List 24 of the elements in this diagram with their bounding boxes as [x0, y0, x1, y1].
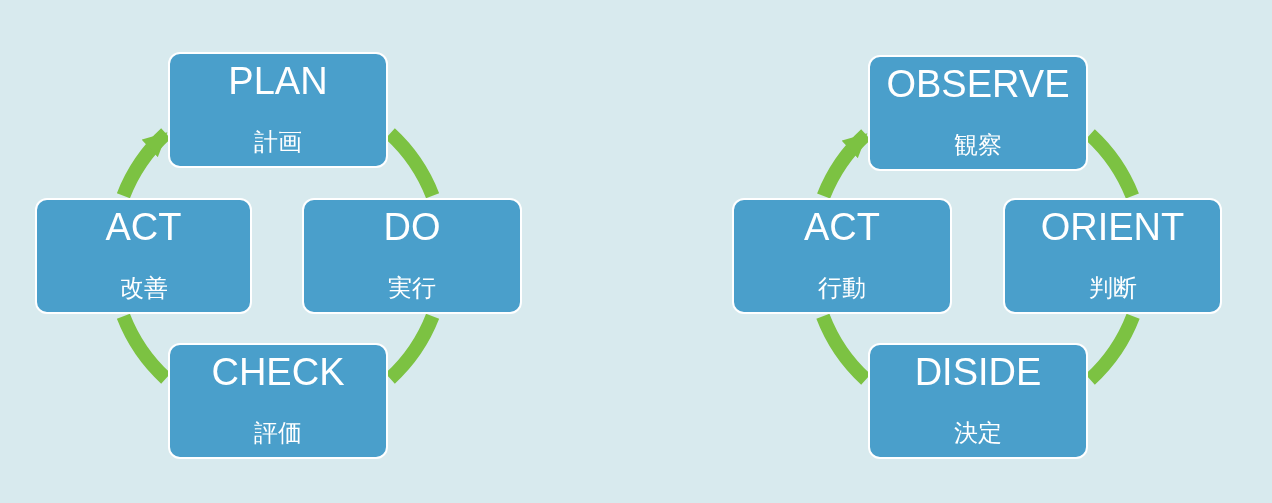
step-subtitle: 行動 [818, 273, 866, 303]
step-subtitle: 評価 [254, 418, 302, 448]
step-title: ACT [105, 205, 182, 250]
step-subtitle: 決定 [954, 418, 1002, 448]
step-title: OBSERVE [886, 62, 1070, 107]
step-title: ACT [804, 205, 880, 250]
step-title: ORIENT [1040, 205, 1185, 250]
step-box [732, 198, 952, 314]
step-subtitle: 判断 [1088, 273, 1137, 303]
step-box [302, 198, 522, 314]
step-box [868, 55, 1088, 171]
step-subtitle: 計画 [254, 127, 302, 157]
step-box [168, 343, 388, 459]
step-subtitle: 実行 [388, 273, 436, 303]
step-title: DISIDE [914, 350, 1042, 395]
step-subtitle: 改善 [119, 273, 168, 303]
step-title: DO [383, 205, 441, 250]
step-box [868, 343, 1088, 459]
step-title: CHECK [211, 350, 345, 395]
step-box [35, 198, 252, 314]
step-box [168, 52, 388, 168]
step-subtitle: 観察 [954, 130, 1002, 160]
step-box [1003, 198, 1222, 314]
step-title: PLAN [228, 59, 328, 104]
